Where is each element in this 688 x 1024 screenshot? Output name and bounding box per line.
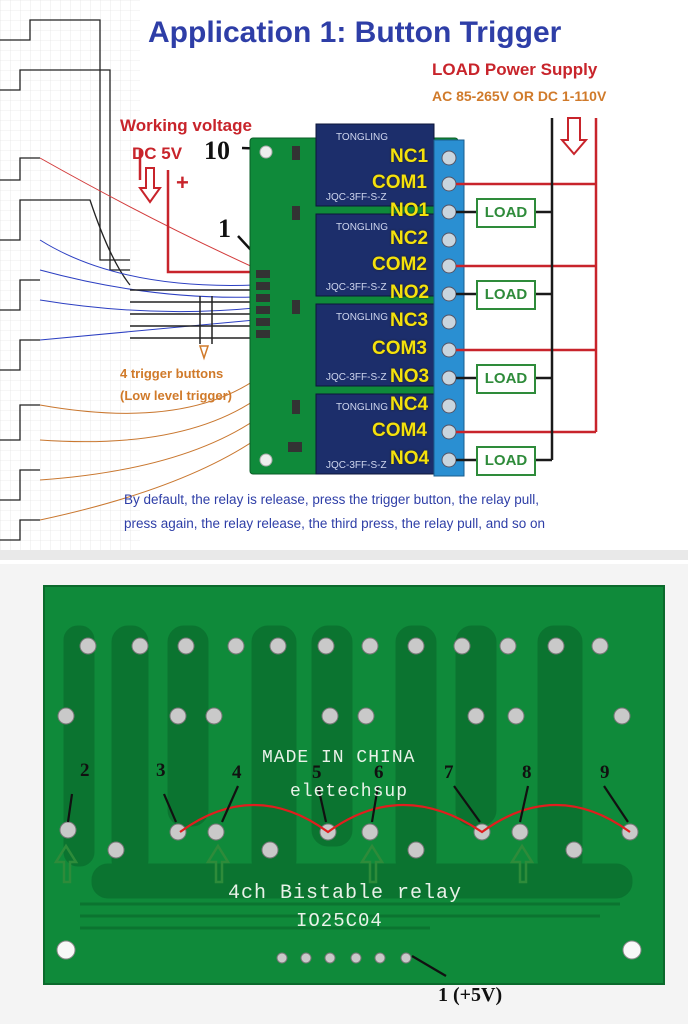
svg-text:TONGLING: TONGLING: [336, 132, 388, 143]
pin-label-3: 3: [156, 760, 166, 781]
svg-text:JQC-3FF-S-Z: JQC-3FF-S-Z: [326, 282, 387, 293]
terminal-no1: NO1: [390, 200, 430, 221]
load-wiring-black: [456, 118, 554, 462]
pcb-made-in-china: MADE IN CHINA: [262, 748, 416, 768]
terminal-no3: NO3: [390, 366, 430, 387]
plus-sign: +: [176, 170, 189, 195]
terminal-com3: COM3: [372, 338, 427, 359]
terminal-nc4: NC4: [390, 394, 429, 415]
pcb-bottom-view: [0, 564, 688, 1024]
terminal-com4: COM4: [372, 420, 427, 441]
description-line-2: press again, the relay release, the thir…: [124, 516, 545, 531]
trigger-input-arrows: [53, 843, 535, 884]
relay-2: TONGLING JQC-3FF-S-Z: [315, 213, 435, 297]
svg-text:JQC-3FF-S-Z: JQC-3FF-S-Z: [326, 372, 387, 383]
pin-label-5: 5: [312, 762, 322, 783]
pin-label-1-5v: 1 (+5V): [438, 984, 503, 1006]
load-box-2: LOAD: [476, 280, 536, 310]
pcb-model: IO25C04: [296, 910, 383, 932]
pin-label-6: 6: [374, 762, 384, 783]
power-wires: [138, 150, 262, 274]
pin-label-4: 4: [232, 762, 242, 783]
trigger-buttons-caption: 4 trigger buttons: [120, 366, 224, 381]
input-header: [256, 270, 270, 338]
load-box-4: LOAD: [476, 446, 536, 476]
relay-3: TONGLING JQC-3FF-S-Z: [315, 303, 435, 387]
description-line-1: By default, the relay is release, press …: [124, 492, 539, 507]
grid-background: [0, 0, 140, 550]
terminal-nc3: NC3: [390, 310, 429, 331]
relay-4: TONGLING JQC-3FF-S-Z: [315, 393, 435, 475]
load-voltage-range: AC 85-265V OR DC 1-110V: [432, 88, 607, 104]
button-arrow-icon: [198, 345, 210, 361]
linked-pads-curve: [179, 803, 631, 834]
trigger-buttons: [130, 289, 260, 344]
svg-text:JQC-3FF-S-Z: JQC-3FF-S-Z: [326, 192, 387, 203]
terminal-com1: COM1: [372, 172, 427, 193]
pcb-brand: eletechsup: [290, 782, 409, 802]
svg-text:TONGLING: TONGLING: [336, 312, 388, 323]
pcb-product-name: 4ch Bistable relay: [228, 882, 463, 905]
pin-label-8: 8: [522, 762, 532, 783]
working-voltage-label: Working voltage: [120, 116, 252, 135]
svg-text:TONGLING: TONGLING: [336, 402, 388, 413]
red-wire: [39, 157, 256, 269]
terminal-nc1: NC1: [390, 146, 429, 167]
pin-label-7: 7: [444, 762, 454, 783]
down-arrow-icon: [138, 167, 162, 204]
pin-label-9: 9: [600, 762, 610, 783]
load-wiring-red: [456, 118, 598, 434]
diagram-title: Application 1: Button Trigger: [148, 16, 562, 49]
load-power-supply-label: LOAD Power Supply: [432, 60, 598, 79]
callout-1: 1: [218, 214, 231, 243]
load-box-3: LOAD: [476, 364, 536, 394]
dc5v-label: DC 5V: [132, 144, 183, 163]
svg-text:TONGLING: TONGLING: [336, 222, 388, 233]
pin-pointers: [66, 785, 629, 977]
wiring-diagram: + TONGLING JQC-3FF-S-Z TONGLING JQC-3FF-…: [0, 0, 688, 560]
svg-text:JQC-3FF-S-Z: JQC-3FF-S-Z: [326, 460, 387, 471]
terminal-block: [433, 139, 465, 477]
terminal-no2: NO2: [390, 282, 430, 303]
callout-10: 10: [204, 136, 230, 165]
terminal-com2: COM2: [372, 254, 427, 275]
pin-label-2: 2: [80, 760, 90, 781]
load-box-1: LOAD: [476, 198, 536, 228]
trigger-type-caption: (Low level trigger): [120, 388, 232, 403]
left-schematic: [0, 19, 131, 541]
terminal-no4: NO4: [390, 448, 430, 469]
supply-arrow-icon: [559, 117, 589, 156]
terminal-nc2: NC2: [390, 228, 429, 249]
